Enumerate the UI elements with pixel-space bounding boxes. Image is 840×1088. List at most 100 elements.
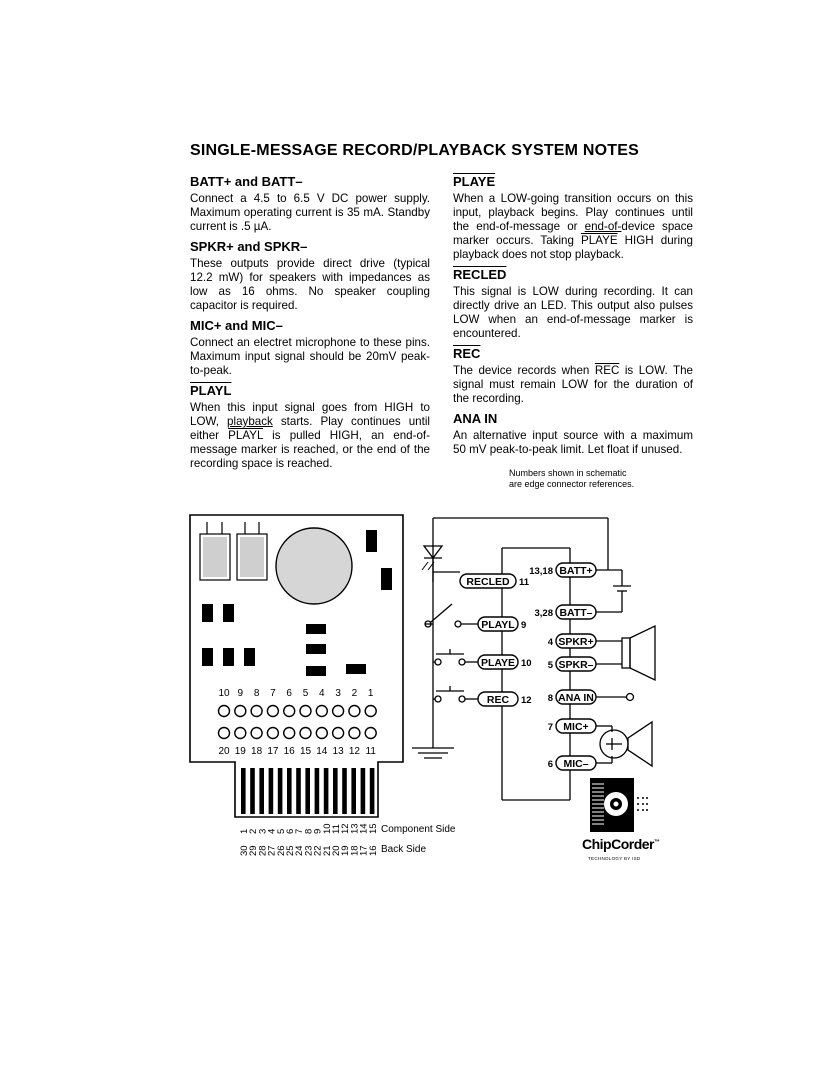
connector-finger [314, 768, 320, 814]
board-pin-number: 3 [335, 688, 341, 699]
connector-finger [323, 768, 329, 814]
section-batt: BATT+ and BATT– Connect a 4.5 to 6.5 V D… [190, 175, 430, 234]
section-ana-in: ANA IN An alternative input source with … [453, 412, 693, 457]
logo-tm: ™ [654, 839, 660, 846]
text-part: is pulled HIGH, an end-of-message marker… [190, 429, 430, 470]
pad-hole [315, 704, 328, 718]
section-mic: MIC+ and MIC– Connect an electret microp… [190, 319, 430, 378]
pin-ref: 7 [548, 722, 553, 733]
connector-finger [287, 768, 292, 814]
text-part: The device records when [453, 364, 595, 377]
board-pin-number: 14 [316, 746, 328, 757]
pin-ref: 11 [519, 577, 530, 588]
pin-box [477, 691, 519, 707]
text-overlined: REC [594, 364, 620, 377]
chipcorder-logo-mark [590, 778, 648, 832]
connector-finger [277, 768, 283, 814]
section-text: Connect a 4.5 to 6.5 V DC power supply. … [190, 192, 430, 233]
pin-ref: 6 [548, 759, 553, 770]
back-side-label: Back Side [381, 844, 427, 855]
connector-finger [305, 768, 310, 814]
connector-number: 14 [359, 823, 370, 834]
pin-ref: 8 [548, 693, 553, 704]
component-side-label: Component Side [381, 824, 456, 835]
connector-number: 27 [267, 845, 278, 856]
connector-finger [250, 768, 255, 814]
board-pin-number: 8 [254, 688, 260, 699]
board-pin-number: 11 [366, 746, 377, 757]
pad-hole [299, 704, 312, 718]
connector-number: 1 [239, 829, 250, 834]
board-pin-number: 1 [368, 688, 374, 699]
board-pin-number: 16 [284, 746, 296, 757]
section-playl: PLAYL When this input signal goes from H… [190, 384, 430, 471]
pin-label: PLAYL [481, 619, 515, 631]
section-heading: RECLED [453, 267, 507, 282]
connector-number: 25 [285, 845, 296, 856]
pin-label: ANA IN [558, 692, 594, 704]
text-overlined: PLAYL [228, 429, 263, 442]
connector-number: 8 [303, 829, 314, 834]
pin-ana-in: ANA IN 8 [548, 689, 597, 705]
connector-finger [333, 768, 338, 814]
pin-ref: 3,28 [535, 608, 554, 619]
pad-hole [283, 704, 296, 718]
connector-number: 21 [322, 845, 333, 856]
text-part: starts. Play continues until either [190, 415, 431, 442]
board-pin-number: 4 [319, 688, 325, 699]
connector-number: 28 [257, 845, 268, 856]
board-pin-number: 18 [251, 746, 263, 757]
pin-ref: 10 [521, 658, 532, 669]
connector-finger [241, 768, 246, 814]
pin-ref: 12 [521, 695, 532, 706]
board-pin-number: 7 [270, 688, 276, 699]
left-column: BATT+ and BATT– Connect a 4.5 to 6.5 V D… [190, 175, 430, 477]
connector-number: 3 [257, 829, 268, 834]
pad-hole [250, 726, 263, 740]
text-overlined: PLAYE [581, 234, 618, 247]
board-pin-number: 2 [352, 688, 358, 699]
connector-number: 11 [331, 824, 342, 834]
pin-ref: 13,18 [529, 566, 553, 577]
section-rec: REC The device records when REC is LOW. … [453, 347, 693, 406]
connector-number: 20 [331, 845, 342, 856]
pin-label: BATT+ [559, 565, 592, 577]
text-underlined: end-of- [584, 220, 622, 233]
logo-name: ChipCorder [582, 836, 655, 852]
connector-number: 17 [359, 845, 370, 856]
pad-hole [266, 704, 280, 718]
pad-hole [364, 726, 377, 740]
pad-hole [217, 726, 231, 740]
connector-number: 2 [248, 829, 259, 834]
connector-finger [360, 768, 366, 814]
pin-box [459, 573, 517, 589]
pad-hole [331, 726, 345, 740]
connector-number: 24 [294, 845, 305, 856]
connector-number: 6 [285, 829, 296, 834]
connector-number: 29 [248, 845, 259, 856]
connector-number: 18 [349, 845, 360, 856]
section-heading: SPKR+ and SPKR– [190, 239, 308, 254]
text-part: device space marker occurs. Taking [453, 220, 693, 247]
connector-number: 10 [322, 823, 333, 834]
connector-number: 12 [340, 823, 351, 834]
connector-finger [369, 768, 375, 814]
pad-hole [234, 704, 247, 718]
logo-tagline: TECHNOLOGY BY ISD [588, 856, 641, 861]
connector-number: 23 [303, 845, 314, 856]
section-text: The device records when REC is LOW. The … [453, 364, 693, 406]
connector-number: 5 [276, 829, 287, 834]
pin-label: REC [487, 694, 510, 706]
pin-label: MIC– [563, 758, 588, 770]
pin-mic-: MIC– 6 [548, 755, 597, 771]
board-pin-number: 19 [235, 746, 247, 757]
board-pin-number: 9 [238, 688, 244, 699]
pad-hole [331, 704, 345, 718]
right-column: PLAYE When a LOW-going transition occurs… [453, 175, 693, 463]
pin-mic-: MIC+7 [548, 718, 597, 734]
pin-box [477, 654, 519, 670]
connector-number: 4 [267, 829, 278, 834]
component-block [199, 533, 231, 581]
